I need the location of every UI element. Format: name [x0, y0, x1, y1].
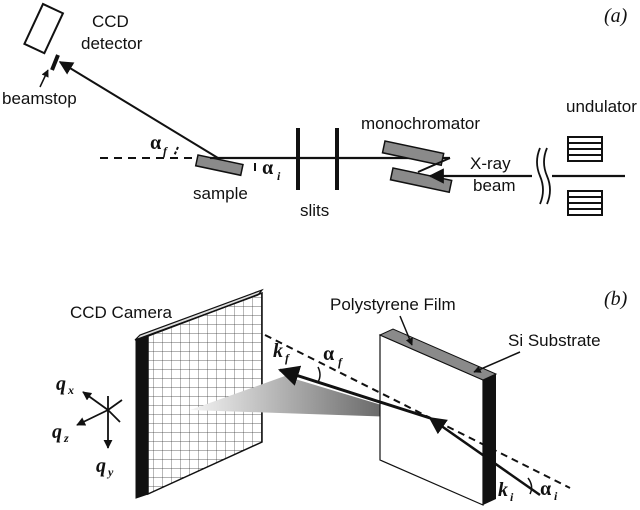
sample — [194, 154, 244, 177]
q-axis-back-2 — [107, 409, 121, 423]
ccd-camera-side — [135, 335, 149, 499]
beamstop-bar — [50, 54, 60, 71]
sample-label: sample — [193, 184, 248, 203]
monochromator-label: monochromator — [361, 114, 480, 133]
ccd-detector-label-line1: CCD — [92, 12, 129, 31]
beam-mono-zigzag — [417, 157, 451, 173]
xray-beam-label-line1: X-ray — [470, 154, 511, 173]
si-substrate-edge — [483, 374, 496, 505]
q-axes — [76, 391, 123, 449]
beamstop-pointer — [39, 69, 49, 88]
panel-b-tag: (b) — [604, 288, 628, 310]
q-axis-back-1 — [107, 399, 123, 411]
incident-beam-ki — [428, 416, 541, 497]
polystyrene-film-label: Polystyrene Film — [330, 295, 456, 314]
ccd-detector-label-line2: detector — [81, 34, 143, 53]
ki-symbol: k — [498, 479, 508, 501]
alpha-f-symbol-b: α — [323, 343, 334, 365]
scattered-beam-kf — [277, 365, 431, 420]
scattering-fan — [190, 376, 425, 418]
qz-axis — [76, 409, 109, 426]
panel-a: (a) CCD detector beamstop α f sample α i… — [2, 2, 637, 220]
kf-symbol: k — [273, 340, 283, 362]
slits-label: slits — [300, 201, 329, 220]
alpha-f-symbol: α — [150, 132, 161, 154]
alpha-f-arc — [173, 146, 179, 157]
undulator-upper-magnets — [567, 134, 603, 163]
qx-symbol: q — [56, 373, 66, 395]
ccd-detector — [23, 2, 65, 55]
ccd-camera-label: CCD Camera — [70, 303, 173, 322]
monochromator-crystal-lower — [389, 167, 453, 194]
alpha-i-subscript: i — [277, 169, 281, 183]
panel-a-tag: (a) — [604, 5, 628, 27]
qy-symbol: q — [96, 455, 106, 477]
alpha-f-arc-b — [317, 366, 321, 383]
alpha-i-subscript-b: i — [554, 489, 558, 503]
polystyrene-film-pointer — [399, 315, 413, 346]
beam-break-right — [543, 147, 551, 205]
qz-subscript: z — [63, 431, 69, 445]
undulator-label: undulator — [566, 97, 637, 116]
qx-axis — [82, 391, 109, 411]
qx-subscript: x — [67, 383, 74, 397]
specular-dashed — [264, 334, 571, 489]
beamstop-label: beamstop — [2, 89, 77, 108]
qy-subscript: y — [106, 465, 114, 479]
alpha-f-subscript-b: f — [338, 355, 343, 369]
beam-break-left — [536, 147, 544, 205]
xray-beam-label-line2: beam — [473, 176, 516, 195]
alpha-f-subscript: f — [163, 144, 168, 158]
si-substrate-label: Si Substrate — [508, 331, 601, 350]
alpha-i-arc-b — [527, 477, 533, 495]
alpha-i-symbol: α — [262, 157, 273, 179]
kf-subscript: f — [285, 351, 290, 365]
alpha-i-symbol-b: α — [540, 478, 551, 500]
ki-subscript: i — [510, 490, 514, 504]
qz-symbol: q — [52, 421, 62, 443]
si-substrate-pointer — [473, 351, 521, 373]
scattered-beam — [58, 61, 219, 159]
undulator-lower-magnets — [567, 190, 603, 216]
monochromator-crystal-upper — [381, 140, 445, 167]
panel-b: (b) CCD Camera Polystyrene Film Si Subst… — [52, 288, 628, 506]
